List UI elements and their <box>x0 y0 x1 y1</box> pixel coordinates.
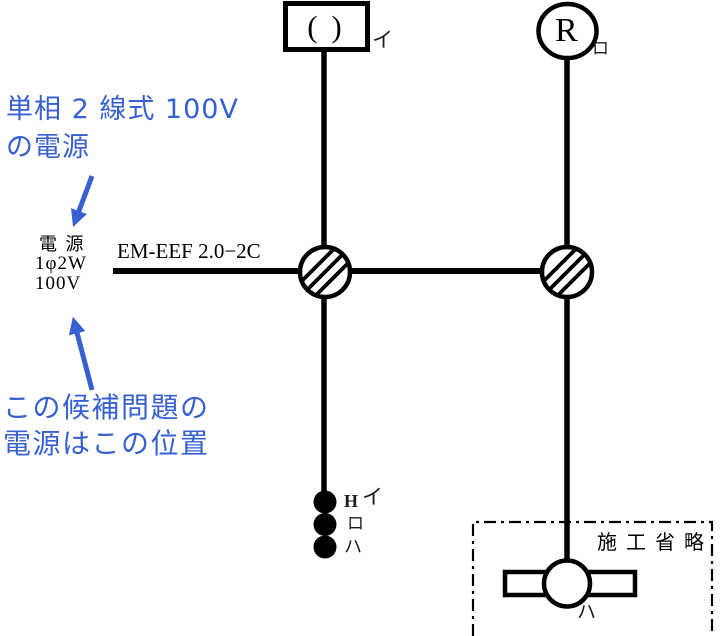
lamp-receptacle-circle <box>536 1 599 61</box>
junction-box-left <box>297 244 353 300</box>
switch-letter-h: H <box>344 491 359 511</box>
switch-dot-3 <box>313 535 337 559</box>
ceiling-rosette-circuit-label: イ <box>372 28 393 52</box>
arrow-down-to-power <box>70 175 95 227</box>
power-source-voltage: 100V <box>35 273 82 294</box>
switch-dot-2 <box>313 513 337 536</box>
lamp-receptacle-circuit-label: ロ <box>592 39 609 58</box>
cable-type-label: EM-EEF 2.0−2C <box>117 239 261 263</box>
junction-box-right <box>539 244 595 300</box>
switch-dots <box>313 490 337 559</box>
omission-dashed-border <box>471 520 714 636</box>
ceiling-rosette-box <box>283 1 370 52</box>
fluorescent-circuit-label: ハ <box>577 602 597 623</box>
fluorescent-light-symbol <box>502 558 638 609</box>
switch-dot-1 <box>313 490 337 514</box>
lamp-receptacle-symbol-text: R <box>555 12 578 49</box>
fluorescent-circle <box>541 558 593 609</box>
junction-box-right-hatch <box>544 249 590 295</box>
annotation-arrows <box>68 175 95 391</box>
switch-circuit-label-3: ハ <box>344 537 362 557</box>
ceiling-rosette-symbol-text: ( ) <box>307 9 345 44</box>
power-source-phase: 1φ2W <box>35 253 87 274</box>
wires <box>113 50 570 566</box>
arrow-up-to-power <box>68 316 95 391</box>
switch-circuit-label-2: ロ <box>347 514 364 533</box>
annotation-note-line1: この候補問題の <box>3 391 210 424</box>
power-source-title: 電 源 <box>39 234 86 254</box>
annotation-heading-line1: 単相 2 線式 100V <box>6 94 239 125</box>
junction-box-left-hatch <box>302 249 348 295</box>
annotation-heading-line2: の電源 <box>6 132 90 163</box>
omission-box-label: 施工省略 <box>597 532 713 554</box>
switch-circuit-label-1: イ <box>362 485 383 509</box>
annotation-note-line2: 電源はこの位置 <box>3 427 210 460</box>
